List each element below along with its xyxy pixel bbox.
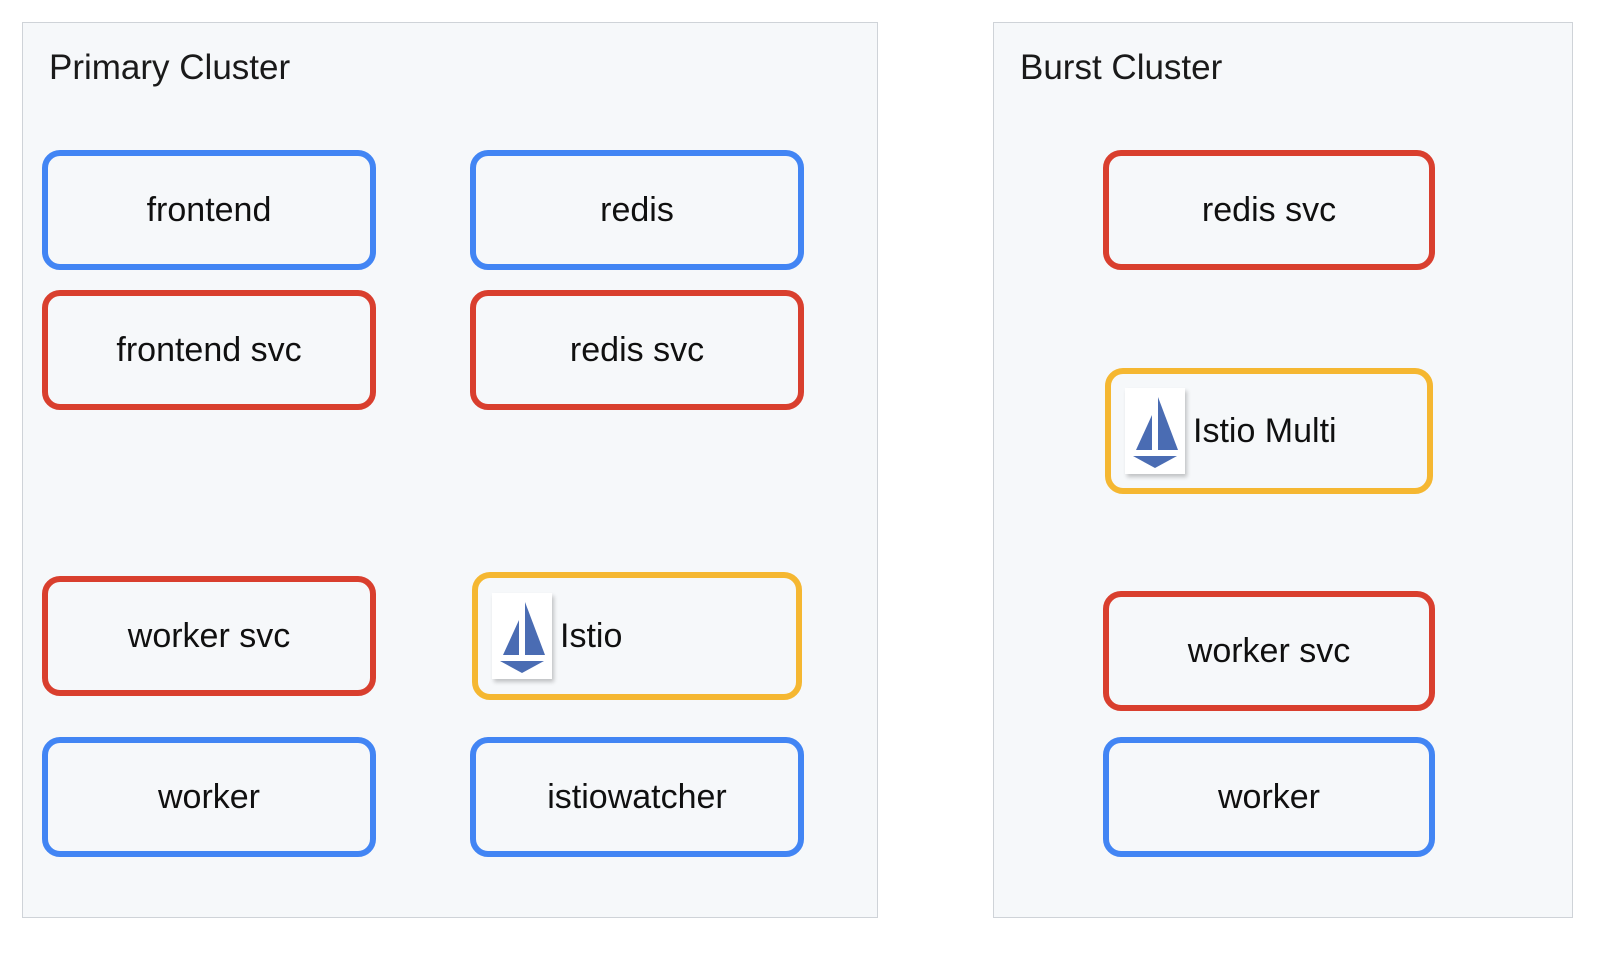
node-burst-worker-svc[interactable]: worker svc (1103, 591, 1435, 711)
node-burst-redis-svc[interactable]: redis svc (1103, 150, 1435, 270)
node-label: redis svc (1201, 191, 1337, 229)
node-worker-svc[interactable]: worker svc (42, 576, 376, 696)
node-label: redis svc (569, 331, 705, 369)
node-label: frontend (146, 191, 272, 229)
node-burst-worker[interactable]: worker (1103, 737, 1435, 857)
istio-icon (492, 593, 552, 679)
cluster-primary-title: Primary Cluster (49, 48, 291, 87)
node-redis-svc[interactable]: redis svc (470, 290, 804, 410)
node-label: redis (600, 191, 674, 229)
node-label: worker (1217, 778, 1321, 816)
node-worker[interactable]: worker (42, 737, 376, 857)
node-label: worker (157, 778, 261, 816)
node-label: worker svc (1187, 632, 1351, 670)
istio-icon (1125, 388, 1185, 474)
node-label: istiowatcher (547, 778, 727, 816)
node-istio[interactable]: Istio (472, 572, 802, 700)
node-label: Istio Multi (1193, 412, 1337, 450)
node-frontend-svc[interactable]: frontend svc (42, 290, 376, 410)
node-istiowatcher[interactable]: istiowatcher (470, 737, 804, 857)
cluster-burst-title: Burst Cluster (1020, 48, 1223, 87)
node-label: Istio (560, 617, 623, 655)
node-label: frontend svc (116, 331, 302, 369)
node-burst-istio-multi[interactable]: Istio Multi (1105, 368, 1433, 494)
node-label: worker svc (127, 617, 291, 655)
node-redis[interactable]: redis (470, 150, 804, 270)
node-frontend[interactable]: frontend (42, 150, 376, 270)
